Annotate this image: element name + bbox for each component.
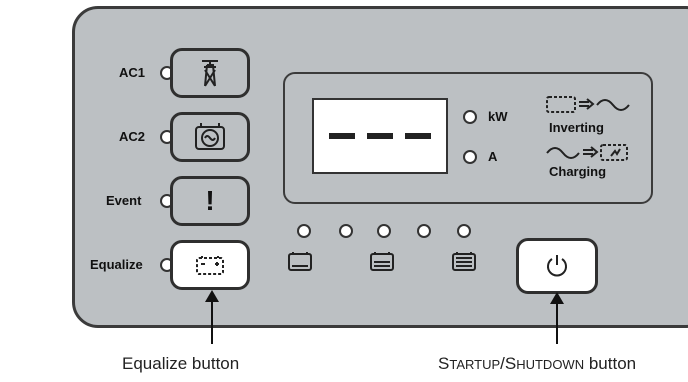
startup-caption-hutdown: HUTDOWN	[516, 357, 585, 372]
equalize-label: Equalize	[90, 257, 143, 272]
ac-to-battery-icon	[545, 141, 633, 163]
equalize-caption: Equalize button	[122, 354, 240, 373]
power-icon	[544, 253, 570, 279]
ac1-button[interactable]	[170, 48, 250, 98]
startup-caption-button: button	[584, 354, 637, 373]
charging-label: Charging	[549, 164, 607, 179]
startup-caption-s: S	[438, 354, 450, 373]
battery-level-led	[457, 224, 471, 238]
kw-led	[463, 110, 477, 124]
segment-dash	[367, 133, 393, 139]
readout-display	[312, 98, 448, 174]
inverting-label: Inverting	[549, 120, 604, 135]
event-label: Event	[106, 193, 142, 208]
segment-dash	[329, 133, 355, 139]
startup-arrow	[550, 292, 564, 344]
battery-low-icon	[287, 250, 313, 272]
battery-level-led	[417, 224, 431, 238]
battery-to-ac-icon	[545, 93, 633, 115]
power-tower-icon	[198, 58, 222, 88]
equalize-button[interactable]	[170, 240, 250, 290]
event-button[interactable]: !	[170, 176, 250, 226]
a-label: A	[488, 149, 498, 164]
exclamation-icon: !	[205, 185, 215, 216]
startup-caption: STARTUP/SHUTDOWN button	[438, 354, 636, 374]
segment-dash	[405, 133, 431, 139]
battery-full-icon	[451, 250, 477, 272]
startup-caption-tartup: TARTUP	[449, 357, 501, 372]
battery-level-led	[377, 224, 391, 238]
kw-label: kW	[488, 109, 508, 124]
startup-shutdown-button[interactable]	[516, 238, 598, 294]
ac2-button[interactable]	[170, 112, 250, 162]
ac2-label: AC2	[119, 129, 146, 144]
equalize-arrow	[205, 290, 219, 344]
startup-caption-slash-s: /S	[500, 354, 517, 373]
battery-icon	[195, 254, 225, 276]
battery-level-led	[297, 224, 311, 238]
battery-level-led	[339, 224, 353, 238]
a-led	[463, 150, 477, 164]
generator-icon	[193, 121, 227, 153]
battery-mid-icon	[369, 250, 395, 272]
ac1-label: AC1	[119, 65, 146, 80]
display-frame	[283, 72, 653, 204]
